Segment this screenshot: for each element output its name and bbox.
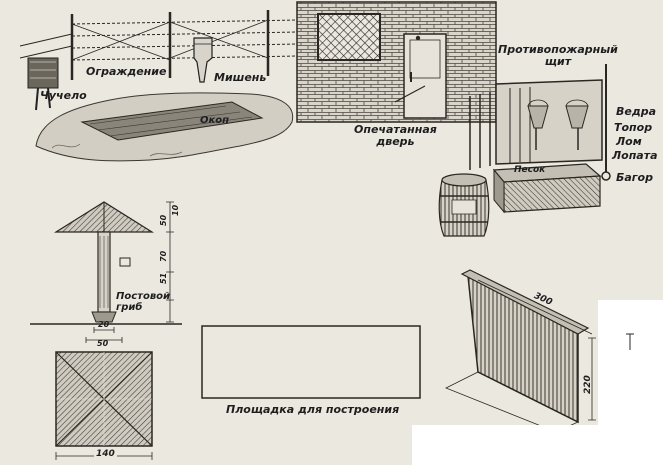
- label-dummy: Чучело: [40, 89, 87, 102]
- label-buckets: Ведра: [616, 105, 657, 118]
- label-crowbar: Лом: [616, 135, 642, 148]
- door-leader: [394, 85, 426, 103]
- board: [445, 269, 596, 433]
- fence: [19, 10, 299, 80]
- label-drill-area: Площадка для построения: [226, 403, 400, 416]
- blank-region-bottom: [412, 425, 663, 465]
- mushroom-elevation: [30, 201, 182, 343]
- label-trench: Окоп: [200, 115, 230, 126]
- dim-board-height: 220: [583, 375, 593, 394]
- label-axe: Топор: [614, 121, 653, 134]
- dim-base-width: 50: [97, 339, 109, 348]
- label-sealed-door: Опечатанная дверь: [354, 123, 437, 148]
- dim-post-width: 20: [98, 320, 110, 329]
- label-sentry-mushroom: Постовой гриб: [116, 291, 171, 313]
- label-shovel: Лопата: [612, 149, 658, 162]
- fire-board: [469, 64, 611, 181]
- sand-box: [492, 163, 602, 214]
- trench: [35, 92, 294, 162]
- mushroom-plan: [55, 351, 153, 460]
- label-target: Мишень: [214, 71, 267, 84]
- dim-plan-width: 140: [94, 449, 117, 460]
- guard-building: [296, 1, 497, 123]
- label-fence: Ограждение: [86, 65, 167, 78]
- barrel: [438, 173, 490, 237]
- label-sand: Песок: [514, 165, 546, 175]
- dim-post-upper: 70: [159, 250, 168, 262]
- dummy-board: [27, 57, 59, 111]
- dim-post-lower: 51: [159, 272, 168, 284]
- target-figure: [193, 37, 213, 83]
- label-fire-board: Противопожарный щит: [498, 43, 618, 68]
- dim-roof: 50: [159, 214, 168, 226]
- label-hook: Багор: [616, 171, 653, 184]
- drill-area-rect: [201, 325, 421, 399]
- dim-roof-top: 10: [171, 204, 180, 216]
